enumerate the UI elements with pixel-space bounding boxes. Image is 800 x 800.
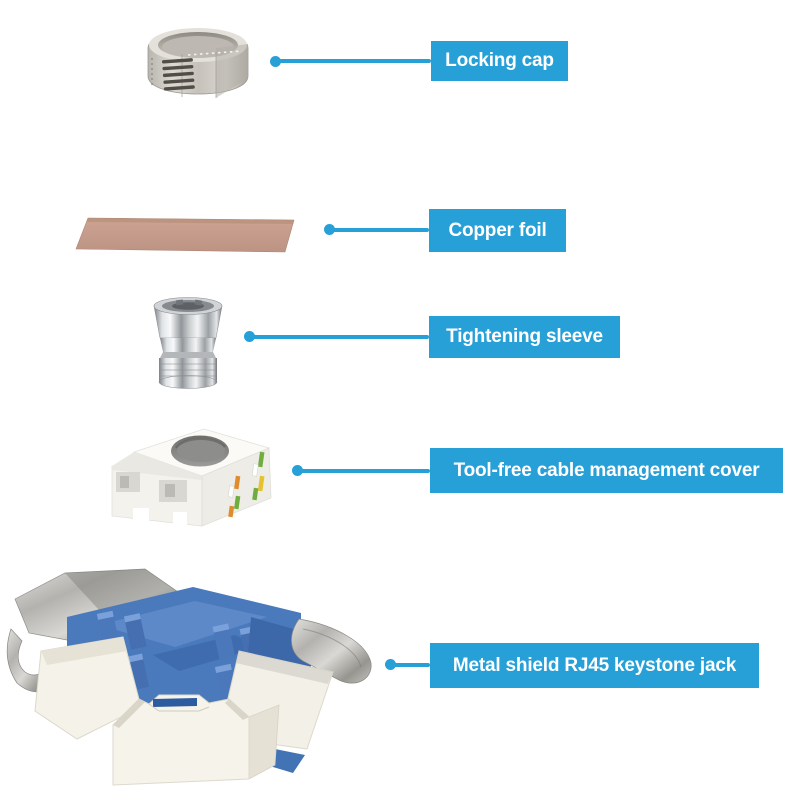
leader-line-locking-cap bbox=[275, 59, 431, 63]
wire-color-codes bbox=[227, 451, 265, 518]
leader-line-keystone-jack bbox=[390, 663, 430, 667]
keystone-jack-icon bbox=[6, 568, 372, 786]
label-keystone-jack-text: Metal shield RJ45 keystone jack bbox=[452, 654, 737, 676]
copper-foil-icon bbox=[75, 217, 295, 253]
label-keystone-jack: Metal shield RJ45 keystone jack bbox=[430, 643, 759, 688]
locking-cap-icon bbox=[147, 28, 249, 98]
cable-management-cover-icon bbox=[111, 428, 272, 528]
tightening-sleeve-icon bbox=[153, 297, 223, 389]
leader-line-cable-cover bbox=[297, 469, 430, 473]
leader-line-tightening-sleeve bbox=[249, 335, 429, 339]
label-copper-foil-text: Copper foil bbox=[448, 219, 547, 241]
label-copper-foil: Copper foil bbox=[429, 209, 566, 252]
label-tightening-sleeve-text: Tightening sleeve bbox=[446, 326, 603, 347]
label-cable-cover: Tool-free cable management cover bbox=[430, 448, 783, 493]
label-locking-cap: Locking cap bbox=[431, 41, 568, 81]
label-cable-cover-text: Tool-free cable management cover bbox=[453, 459, 760, 481]
leader-line-copper-foil bbox=[329, 228, 429, 232]
label-locking-cap-text: Locking cap bbox=[445, 50, 554, 71]
label-tightening-sleeve: Tightening sleeve bbox=[429, 316, 620, 358]
